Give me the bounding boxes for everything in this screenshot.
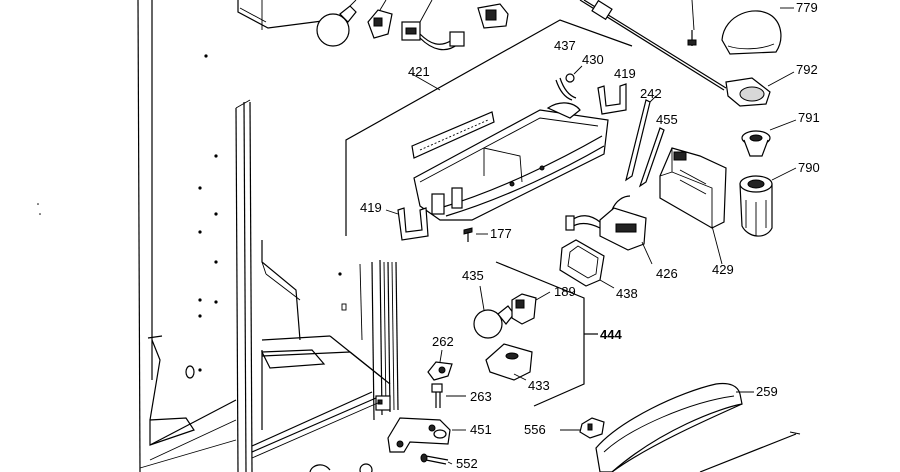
- part-455-pin: [638, 127, 665, 188]
- part-189-socket: [511, 291, 551, 325]
- part-177-screw: [463, 227, 488, 242]
- group-421-bracket: [345, 19, 633, 236]
- refrigerator-cabinet: [137, 0, 399, 472]
- label-552: 552: [456, 456, 478, 471]
- harness-top: [401, 0, 465, 51]
- part-429-box: [659, 147, 727, 265]
- light-housing: [413, 102, 609, 221]
- part-labels: 779 792 791 790 437 430 419 421 242 455 …: [360, 0, 820, 471]
- label-791: 791: [798, 110, 820, 125]
- label-262: 262: [432, 334, 454, 349]
- part-790-cylinder: [739, 167, 797, 237]
- part-435-bulb: [473, 285, 515, 339]
- label-426: 426: [656, 266, 678, 281]
- part-426-switch: [565, 195, 653, 265]
- group-444-bracket: [495, 261, 598, 407]
- part-792-housing: [725, 71, 795, 107]
- part-small-bottom-left: [309, 463, 373, 472]
- label-419-left: 419: [360, 200, 382, 215]
- label-189: 189: [554, 284, 576, 299]
- label-421: 421: [408, 64, 430, 79]
- label-433: 433: [528, 378, 550, 393]
- part-451-hinge: [387, 417, 466, 453]
- label-259: 259: [756, 384, 778, 399]
- part-263-pin: [431, 383, 466, 408]
- part-262-washer: [427, 349, 453, 381]
- socket-top: [367, 0, 393, 39]
- label-790: 790: [798, 160, 820, 175]
- part-779-cover: [721, 7, 794, 55]
- part-556-clip: [560, 417, 605, 439]
- part-label-strip: [411, 111, 495, 159]
- label-419-top: 419: [614, 66, 636, 81]
- label-435: 435: [462, 268, 484, 283]
- part-419-bracket-left: [385, 207, 429, 241]
- label-556: 556: [524, 422, 546, 437]
- label-177: 177: [490, 226, 512, 241]
- label-429: 429: [712, 262, 734, 277]
- part-437-clip: [555, 77, 577, 101]
- label-430: 430: [582, 52, 604, 67]
- label-792: 792: [796, 62, 818, 77]
- part-419-bracket-top: [597, 83, 627, 115]
- part-259-shroud: [595, 382, 801, 472]
- label-242: 242: [640, 86, 662, 101]
- part-433-cover: [485, 343, 533, 381]
- part-552-screw: [420, 453, 453, 465]
- label-437: 437: [554, 38, 576, 53]
- bulb-top: [316, 0, 357, 47]
- part-242-pin: [625, 95, 657, 182]
- label-444: 444: [600, 327, 622, 342]
- label-779: 779: [796, 0, 818, 15]
- label-455: 455: [656, 112, 678, 127]
- thermostat-probe: [579, 0, 727, 91]
- screw-small-top: [687, 0, 697, 46]
- part-438-gasket: [559, 239, 615, 289]
- label-451: 451: [470, 422, 492, 437]
- part-791-ring: [741, 119, 797, 157]
- label-438: 438: [616, 286, 638, 301]
- switch-top: [477, 3, 509, 29]
- label-263: 263: [470, 389, 492, 404]
- part-430-grommet: [565, 65, 583, 83]
